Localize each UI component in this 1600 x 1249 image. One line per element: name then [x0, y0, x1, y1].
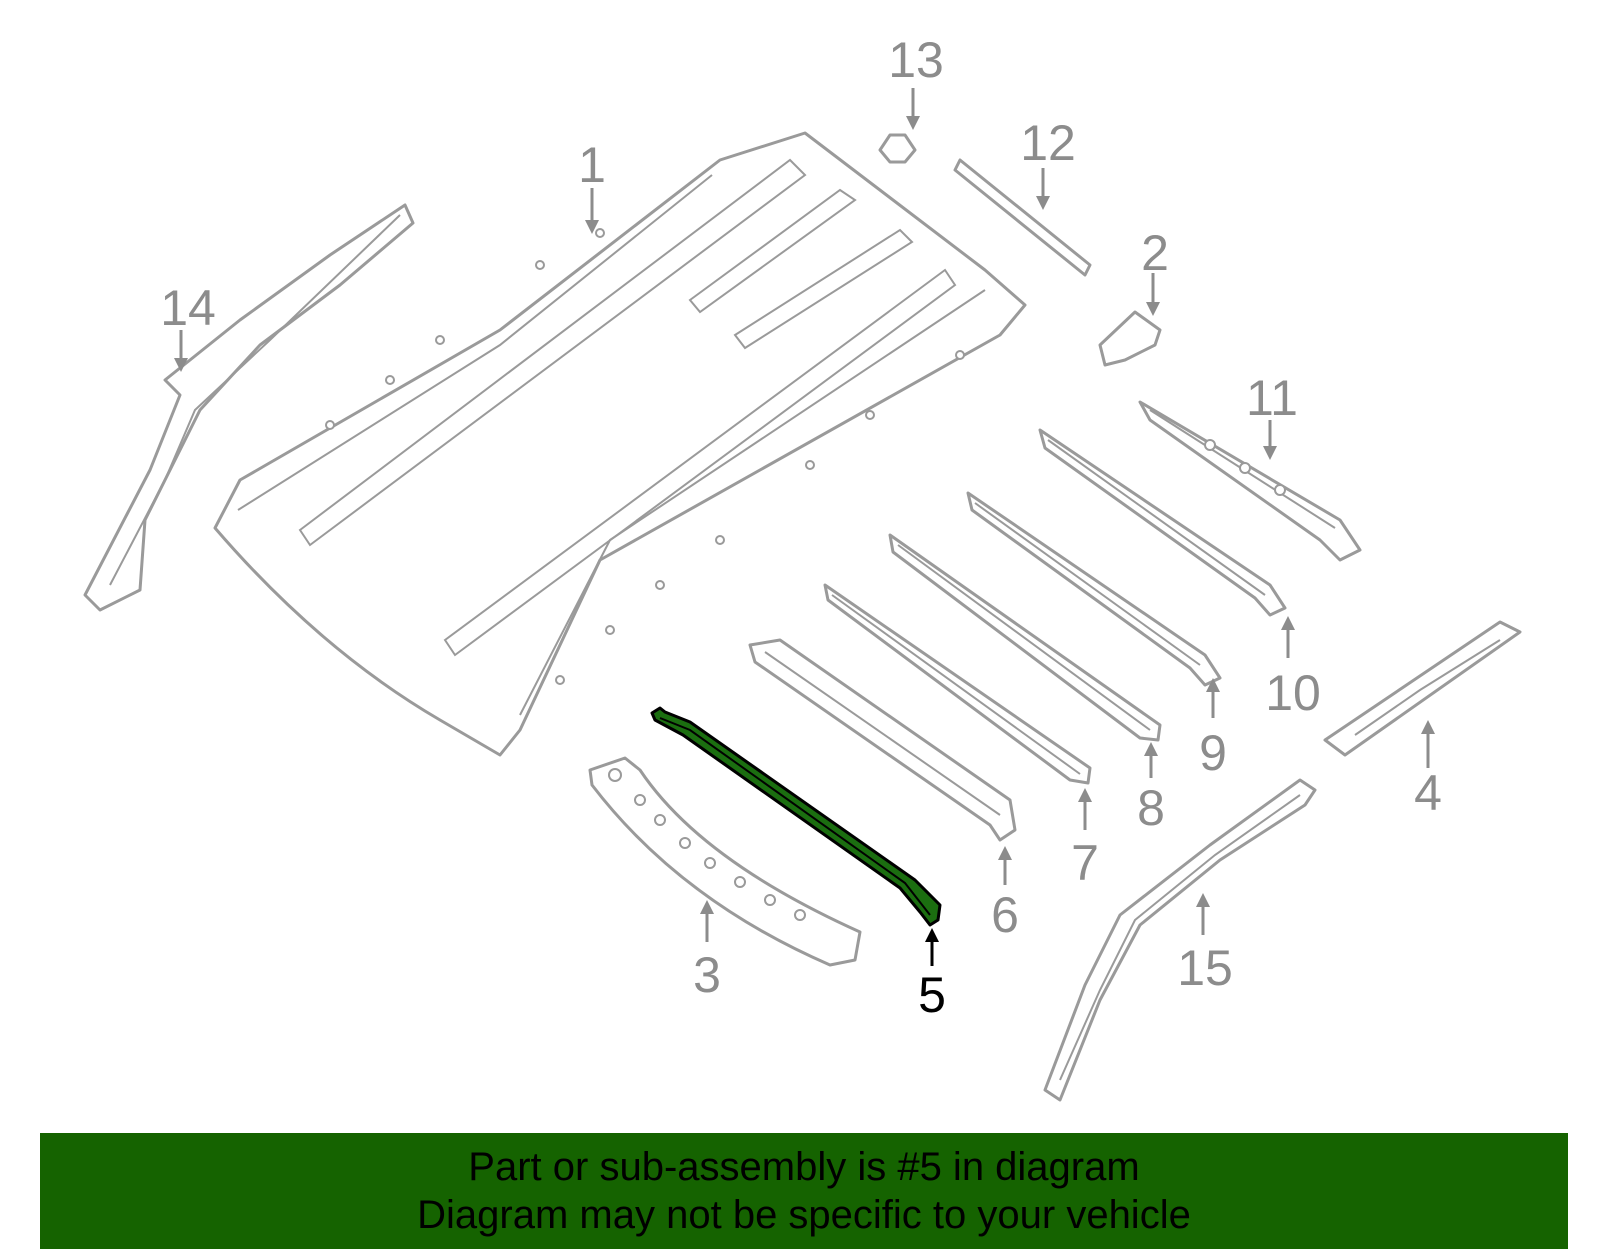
callout-arrow-10: [1281, 616, 1295, 658]
part-8-roof-bow[interactable]: [888, 533, 1162, 742]
callout-label-1: 1: [578, 137, 606, 193]
callout-arrow-15: [1196, 893, 1210, 935]
callout-label-12: 12: [1020, 115, 1076, 171]
part-14-left-pillar[interactable]: [83, 203, 415, 612]
part-10-roof-bow[interactable]: [1038, 428, 1287, 617]
banner-disclaimer: Diagram may not be specific to your vehi…: [417, 1193, 1191, 1237]
callout-label-7: 7: [1071, 835, 1099, 891]
part-2-bracket[interactable]: [1098, 310, 1162, 367]
callout-label-6: 6: [991, 887, 1019, 943]
callout-label-4: 4: [1414, 765, 1442, 821]
part-13-clip[interactable]: [878, 133, 917, 164]
callout-arrow-12: [1036, 168, 1050, 210]
callout-arrow-5: [925, 928, 939, 966]
callout-label-14: 14: [160, 280, 216, 336]
info-banner: Part or sub-assembly is #5 in diagram Di…: [40, 1133, 1568, 1249]
callout-arrow-8: [1144, 742, 1158, 778]
callout-arrow-4: [1421, 720, 1435, 768]
callout-label-15: 15: [1177, 940, 1233, 996]
part-7-roof-bow[interactable]: [823, 583, 1092, 785]
callout-label-10: 10: [1265, 665, 1321, 721]
callout-arrow-6: [998, 846, 1012, 885]
part-4-panel[interactable]: [1323, 620, 1522, 757]
callout-label-2: 2: [1141, 225, 1169, 281]
callout-arrow-2: [1146, 273, 1160, 316]
callout-arrow-1: [585, 188, 599, 234]
callout-arrow-3: [700, 900, 714, 942]
part-11-roof-bow[interactable]: [1138, 400, 1362, 562]
callout-label-8: 8: [1137, 780, 1165, 836]
part-5-roof-bow-highlighted[interactable]: [650, 706, 942, 927]
part-9-roof-bow[interactable]: [966, 491, 1222, 687]
callout-label-9: 9: [1199, 725, 1227, 781]
callout-arrow-9: [1206, 678, 1220, 718]
callout-arrow-7: [1078, 788, 1092, 830]
parts-diagram: 1 2 3 4 5 6 7 8 9 10 11 12 13 14 15: [83, 32, 1522, 1102]
banner-part-note: Part or sub-assembly is #5 in diagram: [468, 1145, 1140, 1189]
part-3-front-header[interactable]: [588, 756, 862, 967]
callout-label-11: 11: [1246, 370, 1298, 426]
callout-label-3: 3: [693, 947, 721, 1003]
part-15-right-side-rail[interactable]: [1043, 778, 1317, 1102]
callout-arrow-13: [906, 88, 920, 130]
callout-label-13: 13: [888, 32, 944, 88]
callout-arrow-14: [174, 330, 188, 372]
callout-label-5: 5: [918, 967, 946, 1023]
callout-arrow-11: [1263, 420, 1277, 460]
part-12-strip[interactable]: [953, 158, 1092, 277]
part-1-roof-panel[interactable]: [213, 131, 1027, 757]
part-6-roof-bow[interactable]: [748, 638, 1017, 842]
